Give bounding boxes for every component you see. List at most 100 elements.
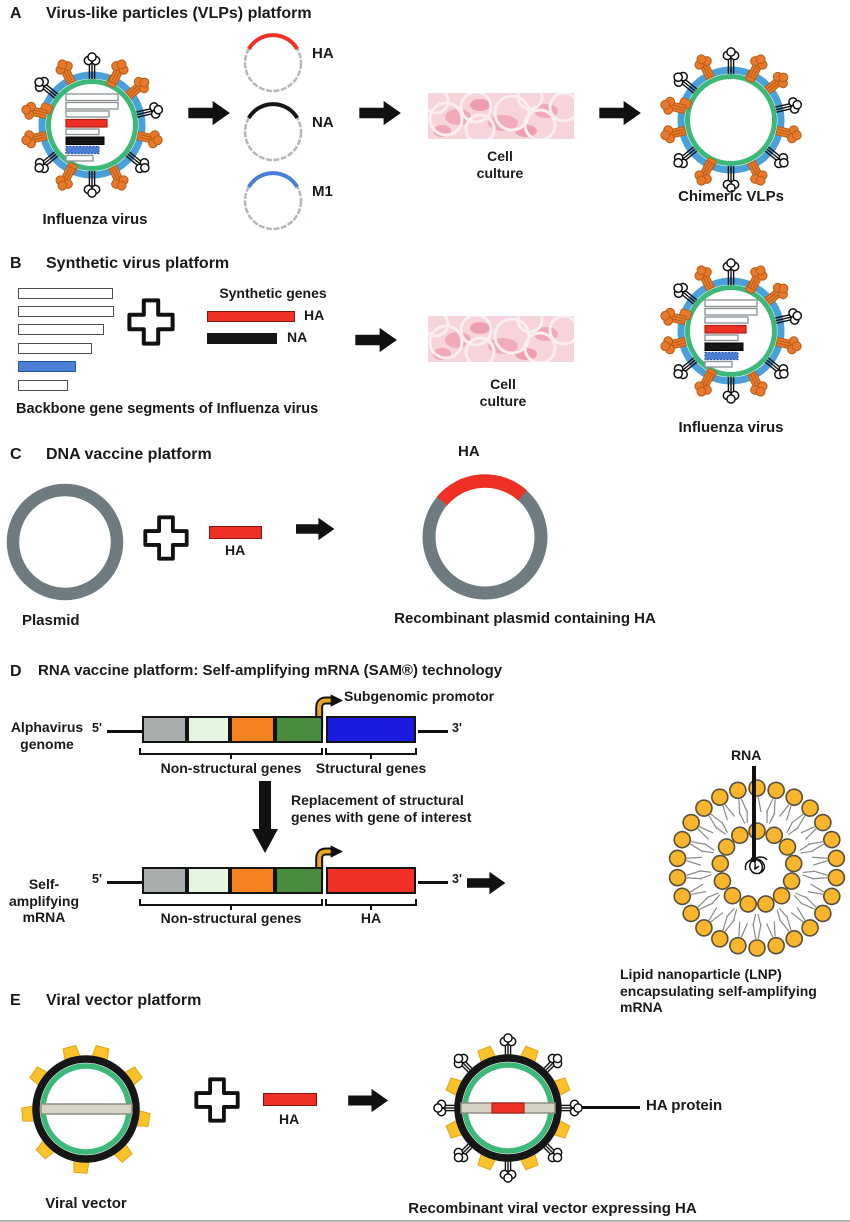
panel-c-label: C <box>10 446 22 463</box>
nonstructural-gene-box-orange <box>230 716 275 743</box>
bracket <box>325 899 417 910</box>
arrow-right-icon <box>599 100 641 126</box>
nonstructural-gene-box-gray <box>142 867 187 894</box>
plus-icon <box>143 515 189 561</box>
synthetic-gene-ha-label: HA <box>304 307 325 323</box>
rna-label: RNA <box>731 747 762 763</box>
cell-culture-caption-line2: culture <box>479 392 527 409</box>
rna-backbone-line <box>107 881 142 884</box>
recombinant-plasmid-caption: Recombinant plasmid containing HA <box>394 610 656 627</box>
ha-gene-box-red <box>326 867 416 894</box>
structural-gene-box-blue <box>326 716 416 743</box>
synthetic-gene-na-label: NA <box>287 329 308 345</box>
backbone-gene-segment <box>18 288 113 299</box>
arrow-right-icon <box>296 517 335 541</box>
influenza-virus-diagram <box>19 52 165 198</box>
arrow-right-icon <box>467 871 506 895</box>
replacement-note: Replacement of structural genes with gen… <box>291 792 521 825</box>
bracket <box>139 899 323 910</box>
sam-label-line1: Self-amplifying <box>8 876 79 909</box>
viral-vector-caption: Viral vector <box>45 1195 127 1212</box>
chimeric-vlp-diagram <box>658 47 804 193</box>
panel-d-label: D <box>10 663 22 680</box>
structural-genes-label: Structural genes <box>315 760 427 776</box>
rna-backbone-line <box>418 881 448 884</box>
five-prime-label: 5' <box>92 721 102 735</box>
rna-pointer-line <box>752 766 756 862</box>
self-amplifying-mrna-label: Self-amplifying mRNA <box>0 876 88 926</box>
influenza-virus-result-diagram <box>658 258 804 404</box>
synthetic-genes-title: Synthetic genes <box>219 285 327 301</box>
cell-culture-image <box>428 316 574 362</box>
ha-insert-label: HA <box>225 542 246 558</box>
lipid-nanoparticle-diagram <box>668 779 846 957</box>
panel-e-label: E <box>10 992 21 1009</box>
ha-bracket-label: HA <box>360 910 382 926</box>
plasmid-ha-diagram <box>243 33 303 93</box>
backbone-gene-segment <box>18 324 104 335</box>
three-prime-label: 3' <box>452 872 462 886</box>
rna-backbone-line <box>418 730 448 733</box>
ha-insert-label: HA <box>279 1111 300 1127</box>
replacement-note-line2: genes with gene of interest <box>291 808 472 825</box>
nonstructural-gene-box-orange <box>230 867 275 894</box>
panel-c-title: DNA vaccine platform <box>46 446 212 463</box>
recombinant-plasmid-arc-label: HA <box>458 443 480 460</box>
lnp-caption-line2: encapsulating self-amplifying <box>620 982 817 999</box>
influenza-virus-result-caption: Influenza virus <box>678 419 784 436</box>
plasmid-ha-label: HA <box>312 45 334 62</box>
cell-culture-caption-line2: culture <box>476 164 524 181</box>
recombinant-vector-caption: Recombinant viral vector expressing HA <box>408 1200 697 1217</box>
plus-icon <box>194 1077 240 1123</box>
plasmid-na-diagram <box>243 102 303 162</box>
arrow-right-icon <box>188 100 230 126</box>
backbone-gene-segment <box>18 343 92 354</box>
panel-d-title: RNA vaccine platform: Self-amplifying mR… <box>38 662 503 679</box>
synthetic-gene-ha-bar <box>207 311 295 322</box>
arrow-down-icon <box>252 781 278 853</box>
nonstructural-gene-box-palegreen <box>187 716 230 743</box>
bracket <box>325 748 417 759</box>
alphavirus-label-line1: Alphavirus <box>10 719 84 735</box>
bracket <box>139 748 323 759</box>
nonstructural-genes-label: Non-structural genes <box>160 760 302 776</box>
arrow-right-icon <box>355 327 397 353</box>
influenza-virus-caption: Influenza virus <box>42 211 148 228</box>
subgenomic-promotor-label: Subgenomic promotor <box>344 688 495 704</box>
alphavirus-label-line2: genome <box>20 735 74 752</box>
plasmid-diagram <box>6 483 124 601</box>
plasmid-m1-diagram <box>243 171 303 231</box>
backbone-gene-segment <box>18 306 114 317</box>
panel-e-title: Viral vector platform <box>46 992 202 1009</box>
ha-insert-bar <box>209 526 262 539</box>
recombinant-plasmid-diagram <box>422 474 548 600</box>
rna-backbone-line <box>107 730 142 733</box>
panel-b-label: B <box>10 255 22 272</box>
nonstructural-gene-box-gray <box>142 716 187 743</box>
five-prime-label: 5' <box>92 872 102 886</box>
arrow-right-icon <box>348 1088 389 1113</box>
nonstructural-genes-label: Non-structural genes <box>160 910 302 926</box>
nonstructural-gene-box-darkgreen <box>275 867 323 894</box>
synthetic-gene-na-bar <box>207 333 277 344</box>
plasmid-na-label: NA <box>312 114 334 131</box>
backbone-gene-segment <box>18 380 68 391</box>
cell-culture-image <box>428 93 574 139</box>
cell-culture-caption-line1: Cell <box>490 376 516 392</box>
lnp-caption-line1: Lipid nanoparticle (LNP) <box>620 966 782 982</box>
arrow-right-icon <box>359 100 401 126</box>
replacement-note-line1: Replacement of structural <box>291 792 464 808</box>
recombinant-viral-vector-diagram <box>433 1033 583 1183</box>
ha-protein-pointer-line <box>582 1106 640 1109</box>
ha-insert-bar <box>263 1093 317 1106</box>
viral-vector-diagram <box>21 1044 152 1174</box>
plus-icon <box>127 298 175 346</box>
panel-b-title: Synthetic virus platform <box>46 255 230 272</box>
cell-culture-caption: Cell culture <box>458 376 548 409</box>
alphavirus-genome-label: Alphavirus genome <box>5 719 89 752</box>
lnp-caption: Lipid nanoparticle (LNP) encapsulating s… <box>620 966 850 1016</box>
panel-a-label: A <box>10 5 22 22</box>
plasmid-caption: Plasmid <box>22 612 80 629</box>
chimeric-vlps-caption: Chimeric VLPs <box>678 188 784 205</box>
